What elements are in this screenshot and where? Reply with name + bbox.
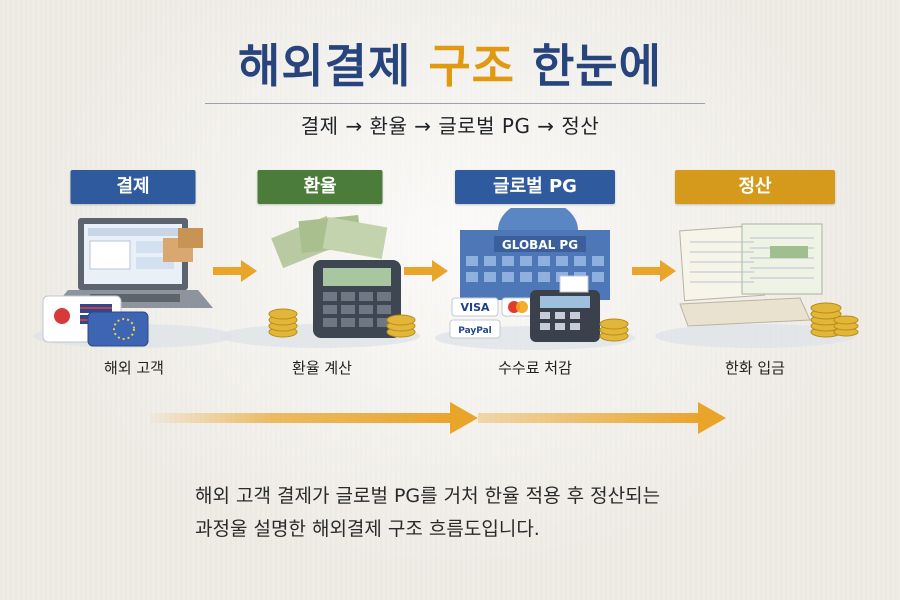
caption-exchange: 환율 계산 [292,359,352,377]
long-arrow-right-icon [478,402,726,434]
long-arrow-right-icon [150,402,478,434]
description-line-1: 해외 고객 결제가 글로벌 PG를 거처 한율 적용 후 정산되는 [195,485,661,507]
arrow-right-icon [213,260,257,282]
caption-settlement: 한화 입금 [725,359,785,377]
description-line-2: 과정울 설명한 해외결제 구조 흐름도입니다. [195,518,540,540]
building-sign: GLOBAL PG [502,238,578,252]
arrow-right-icon [404,260,448,282]
title-part-1: 해외결제 [238,39,412,93]
visa-logo: VISA [460,301,490,314]
stage-label-settlement: 정산 [675,170,835,204]
title-divider [205,103,705,104]
stage-label-payment: 결제 [70,170,196,204]
description: 해외 고객 결제가 글로벌 PG를 거처 한율 적용 후 정산되는 과정울 설명… [195,480,755,546]
ledger-with-coins-icon [655,223,859,348]
laptop-with-cards-icon [33,218,233,348]
title-accent: 구조 [428,39,515,93]
calculator-with-banknotes-icon [220,214,420,348]
title-part-2: 한눈에 [531,39,662,93]
paypal-logo: PayPal [458,326,492,336]
stage-label-global-pg: 글로벌 PG [455,170,615,204]
global-pg-building-icon: GLOBAL PG VISA PayPal [435,208,635,350]
stage-global-pg: 글로벌 PG GLOBAL PG VISA PayPal [430,170,640,350]
stage-payment: 결제 [28,170,238,350]
caption-payment: 해외 고객 [104,359,164,377]
page-title: 해외결제 구조 한눈에 [0,30,900,96]
stage-label-exchange: 환율 [257,170,383,204]
caption-global-pg: 수수료 처감 [498,359,572,377]
stage-settlement: 정산 [650,170,860,350]
stage-exchange: 환율 [215,170,425,350]
arrow-right-icon [632,260,676,282]
flow-subtitle: 결제 → 환율 → 글로벌 PG → 정산 [300,114,600,138]
